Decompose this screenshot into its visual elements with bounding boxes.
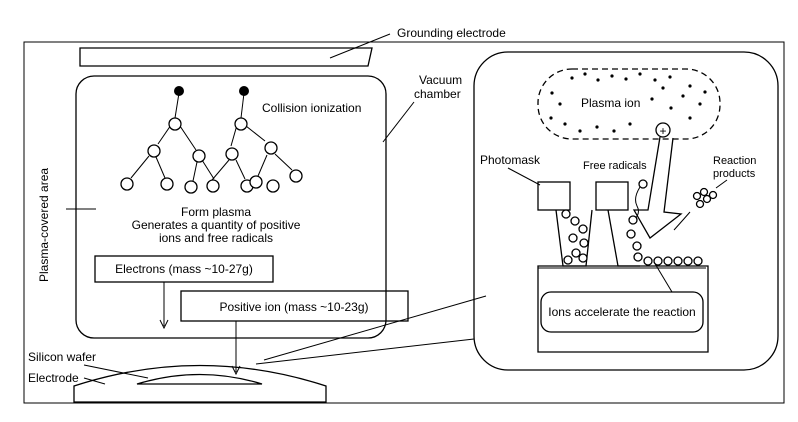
ions-accelerate-leader — [653, 261, 673, 293]
positive-ion-label: Positive ion (mass ~10-23g) — [219, 300, 368, 314]
positive-ion-icon — [655, 122, 671, 138]
ion-trajectory-arrow — [632, 136, 683, 239]
ions-accelerate-box — [540, 291, 704, 333]
photomask-block-right — [595, 181, 629, 211]
photomask-leader — [507, 167, 541, 186]
grounding-electrode-leader — [329, 33, 391, 59]
electron-seed-right — [239, 86, 249, 96]
zoom-detail-panel — [473, 51, 779, 371]
free-radicals-label: Free radicals — [583, 160, 647, 172]
zoom-line-upper — [263, 295, 487, 361]
photomask-label: Photomask — [480, 153, 541, 167]
photomask-block-left — [537, 181, 571, 211]
vacuum-chamber-label-line2: chamber — [414, 87, 461, 101]
plasma-ion-dots — [549, 72, 707, 133]
silicon-wafer — [136, 373, 263, 385]
reaction-products-label-line1: Reaction — [713, 155, 756, 167]
generates-label-line2: ions and free radicals — [159, 231, 273, 245]
electrons-label: Electrons (mass ~10-27g) — [115, 262, 253, 276]
electrode-label: Electrode — [28, 371, 79, 385]
reaction-products-icon — [692, 187, 718, 209]
plasma-covered-area-label: Plasma-covered area — [37, 168, 51, 282]
substrate — [537, 265, 709, 353]
ions-accelerate-label: Ions accelerate the reaction — [548, 305, 695, 319]
reaction-products-label-line2: products — [713, 168, 756, 180]
electrode — [73, 364, 327, 403]
free-radical-icon — [638, 179, 648, 189]
grounding-electrode-label: Grounding electrode — [397, 26, 506, 40]
vacuum-chamber-label-line1: Vacuum — [419, 73, 462, 87]
electrons-box — [94, 255, 274, 283]
trench-left — [555, 209, 593, 267]
silicon-wafer-label: Silicon wafer — [28, 350, 96, 364]
grounding-electrode — [79, 47, 373, 67]
collision-ionization-label: Collision ionization — [262, 101, 361, 115]
positive-ion-sign: + — [659, 124, 666, 138]
form-plasma-label: Form plasma — [181, 205, 251, 219]
trench-right — [607, 209, 640, 267]
generates-label-line1: Generates a quantity of positive — [132, 218, 301, 232]
plasma-ion-cloud — [537, 68, 721, 140]
electrode-leader — [83, 377, 106, 385]
electron-seed-left — [174, 86, 184, 96]
outer-frame — [23, 41, 785, 404]
vacuum-chamber — [75, 75, 387, 339]
zoom-line-lower — [255, 338, 475, 365]
free-radical-path — [633, 186, 641, 221]
silicon-wafer-leader — [83, 364, 149, 379]
positive-ion-box — [180, 290, 409, 322]
vacuum-chamber-leader — [382, 101, 415, 143]
adsorbed-radicals — [561, 209, 703, 266]
plasma-ion-label: Plasma ion — [581, 96, 640, 110]
collision-ionization-tree — [120, 86, 303, 194]
